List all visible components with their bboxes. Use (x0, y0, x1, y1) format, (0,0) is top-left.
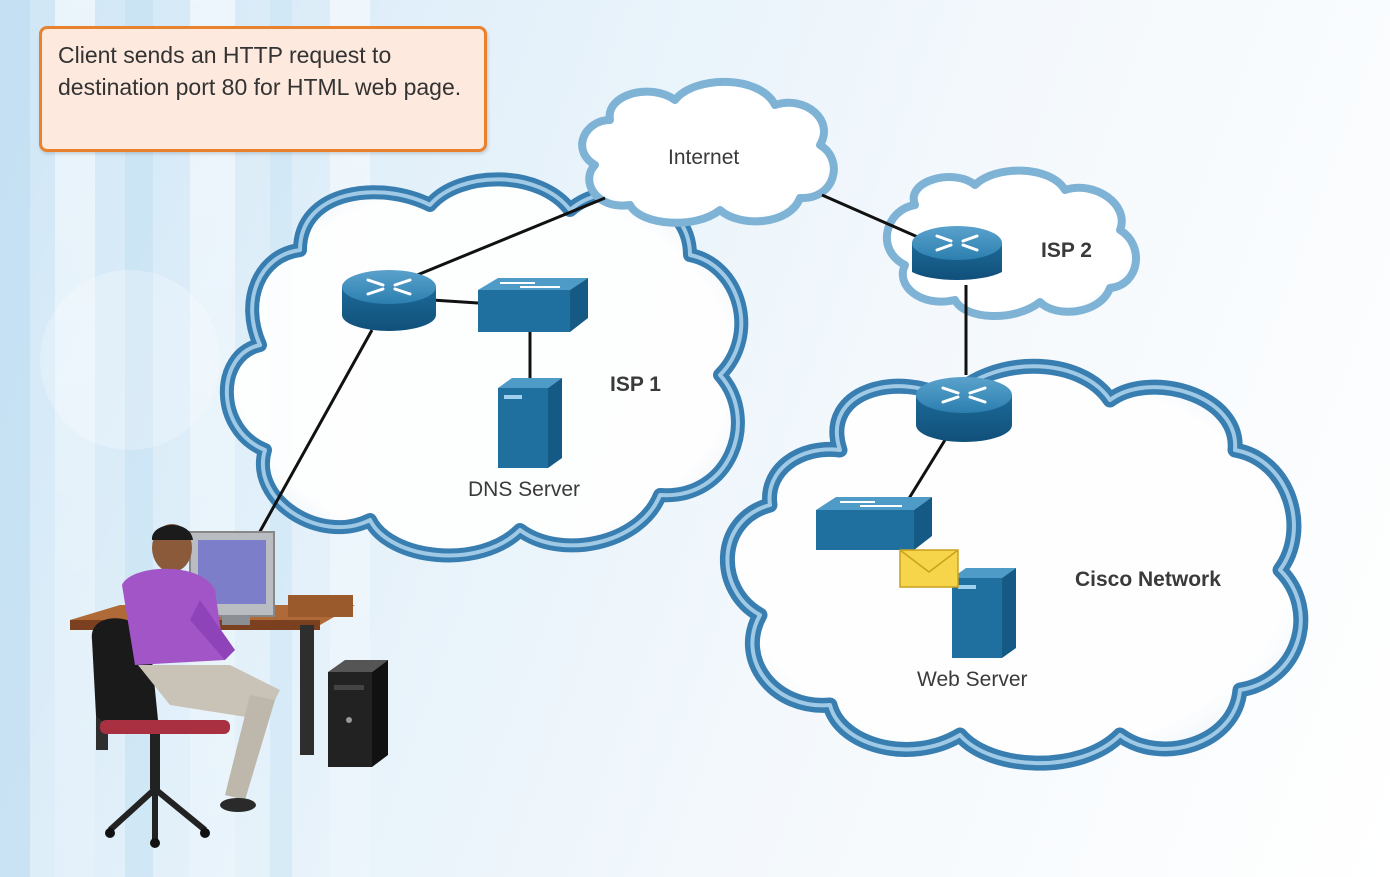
link-client-isp1 (256, 329, 374, 536)
isp1-cloud: ISP 1 (219, 172, 749, 563)
callout-text: Client sends an HTTP request to destinat… (58, 42, 462, 100)
isp2-label: ISP 2 (1041, 239, 1092, 262)
monitor-icon (189, 531, 275, 625)
web-server-icon (952, 568, 1016, 658)
person-icon (122, 524, 280, 812)
link-internet-isp2 (821, 193, 921, 240)
computer-tower-icon (328, 660, 388, 767)
envelope-icon (899, 549, 959, 588)
web-server-label: Web Server (917, 668, 1028, 691)
cisco-switch-icon (816, 497, 932, 550)
cisco-network-cloud: Cisco Network (720, 358, 1309, 771)
isp1-switch-icon (478, 278, 588, 332)
link-cisco-router-switch (906, 439, 947, 501)
isp1-label: ISP 1 (610, 373, 661, 396)
isp1-router-icon (342, 270, 436, 331)
link-isp1-internet (404, 196, 606, 282)
cisco-router-icon (916, 377, 1012, 442)
dns-server-icon (498, 378, 562, 468)
cisco-network-label: Cisco Network (1075, 568, 1221, 591)
dns-server-label: DNS Server (468, 478, 580, 501)
callout-box: Client sends an HTTP request to destinat… (39, 26, 487, 152)
client-workstation (70, 524, 388, 848)
link-router-switch-isp1 (431, 298, 479, 305)
internet-cloud: Internet (578, 77, 838, 227)
internet-label: Internet (668, 146, 739, 169)
isp2-router-icon (912, 226, 1002, 281)
network-links (256, 193, 968, 536)
